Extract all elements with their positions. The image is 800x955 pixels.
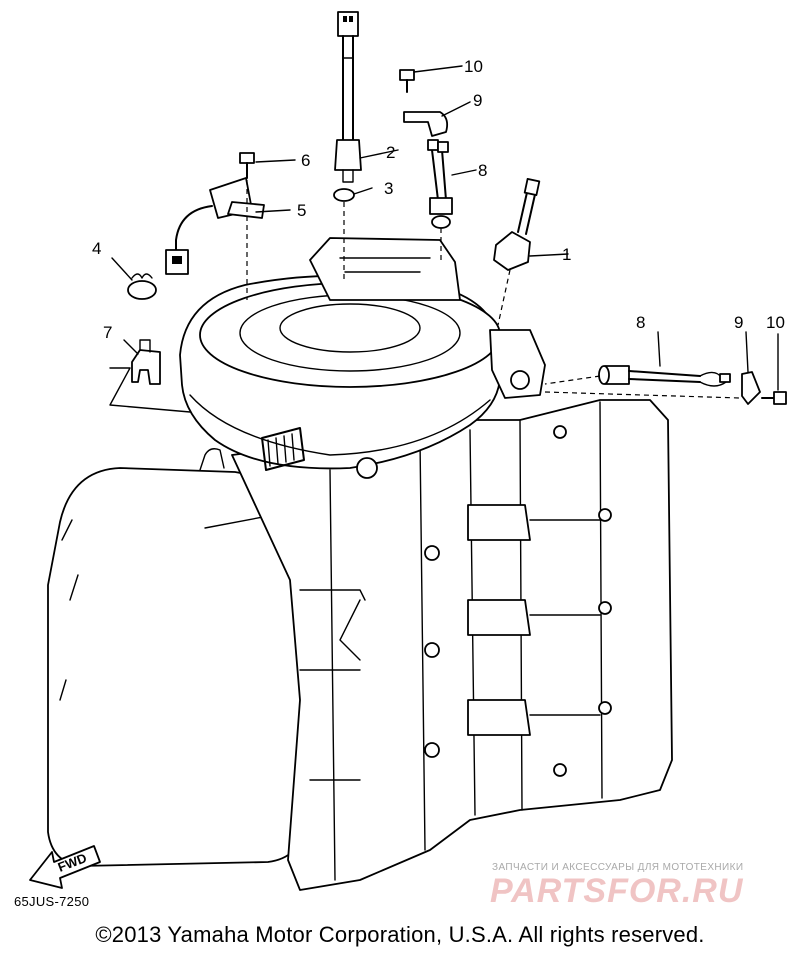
- callout-3: 3: [384, 179, 393, 198]
- callout-10-top: 10: [464, 57, 483, 76]
- copyright-notice: ©2013 Yamaha Motor Corporation, U.S.A. A…: [95, 922, 705, 947]
- callout-6: 6: [301, 151, 310, 170]
- callout-4: 4: [92, 239, 101, 258]
- callout-10-right: 10: [766, 313, 785, 332]
- callout-9-right: 9: [734, 313, 743, 332]
- part-9-clamp-top: [403, 111, 449, 137]
- watermark-logo: PARTSFOR.RU: [490, 872, 744, 910]
- callout-2: 2: [386, 143, 395, 162]
- part-10-screw-top: [399, 69, 415, 93]
- part-9-clamp-right: [741, 371, 761, 405]
- part-4-clip: [127, 273, 157, 300]
- part-6-bolt: [239, 152, 255, 179]
- part-3-washer: [333, 188, 355, 202]
- part-8-switch-right: [598, 365, 731, 387]
- callout-8-top: 8: [478, 161, 487, 180]
- part-2-sensor-with-lead: [334, 11, 362, 183]
- watermark-tagline: ЗАПЧАСТИ И АКСЕССУАРЫ ДЛЯ МОТОТЕХНИКИ: [492, 862, 744, 873]
- callout-5: 5: [297, 201, 306, 220]
- exploded-parts-diagram: 1 2 3 4 5 6 7 8 8 9 9 10 10 FWD: [29, 11, 787, 891]
- part-1-thermo-sensor: [493, 178, 541, 271]
- part-10-screw-right: [761, 391, 787, 405]
- callout-9-top: 9: [473, 91, 482, 110]
- part-7-holder: [109, 339, 191, 413]
- flywheel-cover: [179, 237, 501, 479]
- engine-block: [47, 399, 673, 891]
- leader-lines: [111, 65, 779, 391]
- callout-numbers: 1 2 3 4 5 6 7 8 8 9 9 10 10: [92, 57, 785, 342]
- part-5-sender: [165, 177, 265, 275]
- part-8-switch-top: [427, 139, 453, 229]
- engine-right-bracket: [489, 329, 546, 399]
- diagram-code: 65JUS-7250: [14, 894, 90, 909]
- assembly-lines: [246, 180, 741, 399]
- callout-1: 1: [562, 245, 571, 264]
- callout-8-right: 8: [636, 313, 645, 332]
- callout-7: 7: [103, 323, 112, 342]
